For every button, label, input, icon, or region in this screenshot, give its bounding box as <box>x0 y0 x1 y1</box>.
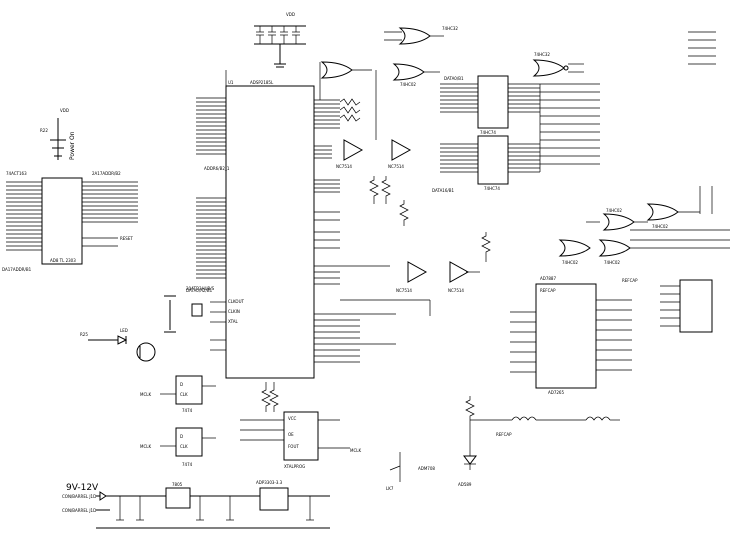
gate-nor-right: 74HC32 <box>532 52 584 77</box>
oscillator-u18: VCC OE FOUT XTALPROG MCLK <box>240 382 361 469</box>
svg-text:20ATD3HUB/S: 20ATD3HUB/S <box>186 286 215 291</box>
svg-text:FOUT: FOUT <box>288 444 299 449</box>
svg-text:REFCAP: REFCAP <box>496 432 512 437</box>
crystal-y1: 20ATD3HUB/S <box>164 286 215 333</box>
svg-text:DATA0/B1: DATA0/B1 <box>444 76 464 81</box>
svg-text:74HC74: 74HC74 <box>480 130 496 135</box>
resistors-center <box>369 176 491 262</box>
svg-text:AD8 TL 2303: AD8 TL 2303 <box>50 258 76 263</box>
power-supply: 9V-12V CON/BARREL J1D CON/BARREL J1D 780… <box>62 480 330 529</box>
svg-text:AD589: AD589 <box>458 482 472 487</box>
svg-text:XTALPROG: XTALPROG <box>284 464 305 469</box>
supply-label: 9V-12V <box>66 483 99 493</box>
svg-text:74HC32: 74HC32 <box>534 52 550 57</box>
gate-nor-74hc02-a: 74HC02 <box>602 208 635 231</box>
signal-routing <box>225 62 600 345</box>
svg-text:VDD: VDD <box>60 108 69 113</box>
latch-74hc74-lower: 74HC74 DATA16/B1 <box>432 135 540 193</box>
latch-74hc74-upper: 74HC74 DATA0/B1 <box>440 75 540 135</box>
svg-text:ADDR6/B2_1: ADDR6/B2_1 <box>204 166 230 171</box>
gate-nor-74hc02-c: 74HC02 <box>558 239 591 265</box>
svg-text:CON/BARREL J1D: CON/BARREL J1D <box>62 494 96 499</box>
svg-text:MCLK: MCLK <box>140 444 151 449</box>
svg-text:NC7514: NC7514 <box>388 164 404 169</box>
svg-text:MCLK: MCLK <box>350 448 361 453</box>
dsp-u1: U1 ADSP2185L <box>186 80 360 379</box>
svg-text:DATA0/A2/B1: DATA0/A2/B1 <box>186 288 213 293</box>
svg-text:CON/BARREL J1D: CON/BARREL J1D <box>62 508 96 513</box>
buffer-nc7514-3: NC7514 <box>396 261 428 293</box>
right-outputs <box>630 186 730 249</box>
svg-text:NC7514: NC7514 <box>448 288 464 293</box>
svg-text:2A17ADDR/B2: 2A17ADDR/B2 <box>92 171 121 176</box>
svg-text:74HC02: 74HC02 <box>606 208 622 213</box>
svg-text:U1: U1 <box>228 80 234 85</box>
reset-label: RESET <box>120 236 133 241</box>
svg-text:74HC02: 74HC02 <box>652 224 668 229</box>
left-connector-title: 74ACT163 <box>6 171 27 176</box>
flipflop-7474-a: D CLK 7474 MCLK <box>140 375 216 413</box>
dsp-title: ADSP2185L <box>250 80 274 85</box>
svg-text:CLK: CLK <box>180 392 188 397</box>
svg-text:CLKIN: CLKIN <box>228 309 240 314</box>
svg-text:OE: OE <box>288 432 294 437</box>
connector-right <box>660 279 713 333</box>
resistor-pack-1 <box>339 98 361 122</box>
svg-text:LED: LED <box>120 328 128 333</box>
buffer-nc7514-2: NC7514 <box>388 139 412 169</box>
svg-text:REFCAP: REFCAP <box>540 288 556 293</box>
power-on-led: R22 VDD Power On <box>40 108 76 160</box>
gate-or-left <box>320 61 372 79</box>
buffer-nc7514-4: NC7514 <box>448 261 470 293</box>
buffer-nc7514-1: NC7514 <box>336 139 364 169</box>
svg-text:74HC74: 74HC74 <box>484 186 500 191</box>
gate-or-top: 74HC32 <box>384 26 458 45</box>
svg-text:NC7514: NC7514 <box>336 164 352 169</box>
svg-text:7474: 7474 <box>182 408 193 413</box>
svg-text:7474: 7474 <box>182 462 193 467</box>
left-connector: 74ACT163 2A17ADDR/B2 DA17ADDR/B1 AD8 TL … <box>2 171 138 272</box>
gate-nor-74hc02-b: 74HC02 <box>646 203 679 229</box>
svg-text:AD7887: AD7887 <box>540 276 556 281</box>
svg-text:ADP3303-3.3: ADP3303-3.3 <box>256 480 283 485</box>
svg-text:D: D <box>180 382 183 387</box>
data-bus-right <box>539 83 600 172</box>
reference-section: AD589 REFCAP <box>458 396 620 487</box>
svg-text:AD7265: AD7265 <box>548 390 564 395</box>
svg-text:VDD: VDD <box>286 12 295 17</box>
svg-text:74HC02: 74HC02 <box>604 260 620 265</box>
svg-text:XTAL: XTAL <box>228 319 239 324</box>
svg-text:CLKOUT: CLKOUT <box>228 299 245 304</box>
svg-text:LK7: LK7 <box>386 486 394 491</box>
svg-text:R25: R25 <box>80 332 88 337</box>
svg-text:DATA16/B1: DATA16/B1 <box>432 188 454 193</box>
svg-text:74HC02: 74HC02 <box>562 260 578 265</box>
gate-nor-74hc02-d: 74HC02 <box>598 239 631 265</box>
transistor-q1: R25 LED <box>80 328 156 362</box>
flipflop-7474-b: D CLK 7474 MCLK <box>140 427 216 467</box>
power-on-label: Power On <box>69 131 76 160</box>
svg-text:DA17ADDR/B1: DA17ADDR/B1 <box>2 267 32 272</box>
svg-text:CLK: CLK <box>180 444 188 449</box>
svg-text:NC7514: NC7514 <box>396 288 412 293</box>
cap-bank-top: VDD <box>254 12 306 68</box>
svg-text:R22: R22 <box>40 128 48 133</box>
svg-text:74HC02: 74HC02 <box>400 82 416 87</box>
svg-text:VCC: VCC <box>288 416 297 421</box>
connector-top-right <box>688 31 716 65</box>
svg-text:D: D <box>180 434 183 439</box>
codec-u3: AD7887 REFCAP REFCAP AD7265 <box>510 276 638 395</box>
svg-text:74HC32: 74HC32 <box>442 26 458 31</box>
svg-text:ADM708: ADM708 <box>418 466 435 471</box>
svg-text:REFCAP: REFCAP <box>622 278 638 283</box>
svg-text:MCLK: MCLK <box>140 392 151 397</box>
reset-switch: LK7 ADM708 <box>386 452 435 491</box>
svg-text:7805: 7805 <box>172 482 183 487</box>
gate-or-mid: 74HC02 <box>392 63 425 87</box>
